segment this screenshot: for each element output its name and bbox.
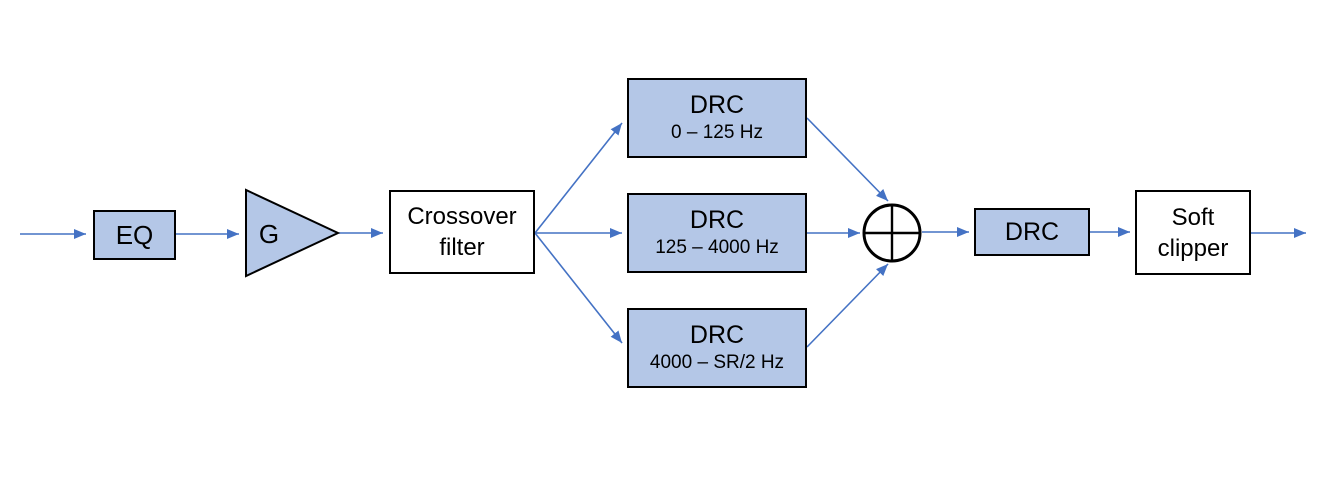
crossover-label-line2: filter xyxy=(439,234,485,261)
summation-icon xyxy=(862,203,922,263)
soft-clipper-label-line1: Soft xyxy=(1171,203,1215,231)
soft-clipper-label-line2: clipper xyxy=(1157,234,1229,262)
drc-mid-range: 125 – 4000 Hz xyxy=(655,237,779,258)
drc-post-label: DRC xyxy=(1004,218,1060,246)
drc-low-label: DRC xyxy=(689,91,745,119)
block-crossover-filter: Crossover filter xyxy=(389,190,535,274)
block-drc-post: DRC xyxy=(974,208,1090,256)
block-soft-clipper: Soft clipper xyxy=(1135,190,1251,275)
drc-mid-label: DRC xyxy=(689,206,745,234)
gain-label: G xyxy=(258,218,280,249)
block-drc-high-band: DRC 4000 – SR/2 Hz xyxy=(627,308,807,388)
drc-high-range: 4000 – SR/2 Hz xyxy=(649,352,785,373)
block-drc-low-band: DRC 0 – 125 Hz xyxy=(627,78,807,158)
arrow-crossover-to-drc-low xyxy=(534,122,623,234)
arrow-drc-low-to-sum xyxy=(806,117,889,202)
eq-label: EQ xyxy=(115,220,154,250)
block-eq: EQ xyxy=(93,210,176,260)
arrow-drc-high-to-sum xyxy=(806,263,889,348)
drc-low-range: 0 – 125 Hz xyxy=(671,122,763,143)
arrow-crossover-to-drc-high xyxy=(534,232,623,344)
gain-amplifier-shape xyxy=(245,188,341,278)
block-drc-mid-band: DRC 125 – 4000 Hz xyxy=(627,193,807,273)
drc-high-label: DRC xyxy=(689,321,745,349)
crossover-label-line1: Crossover xyxy=(407,203,517,230)
